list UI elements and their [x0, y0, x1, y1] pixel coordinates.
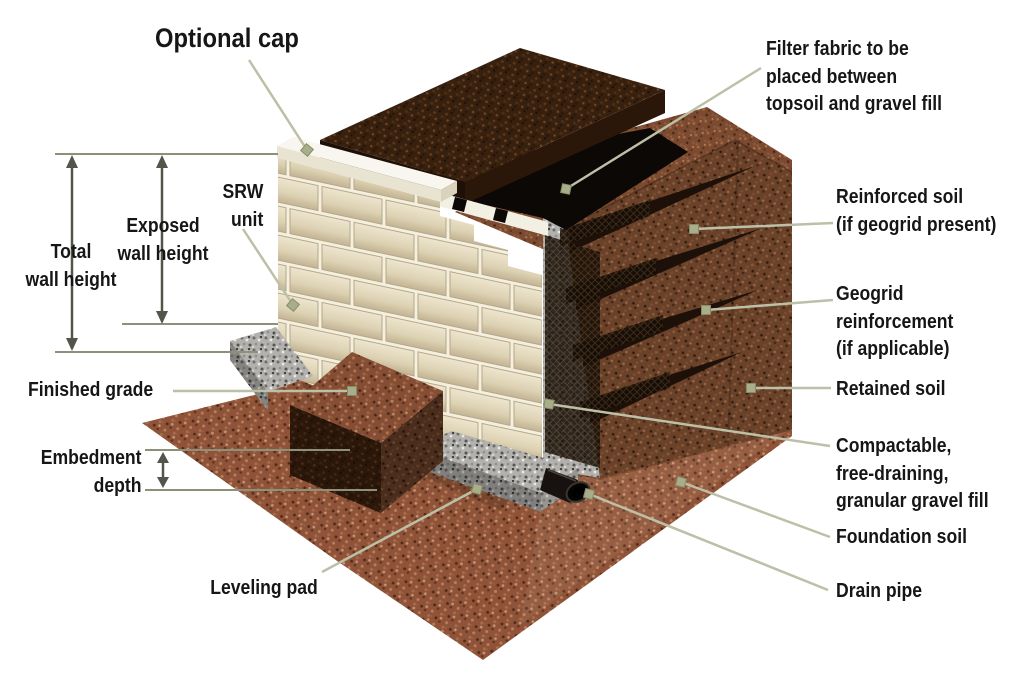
leader-reinforced-soil — [689, 221, 834, 234]
label-compactable-fill: Compactable, free-draining, granular gra… — [836, 435, 989, 512]
label-optional-cap: Optional cap — [155, 23, 299, 53]
cap-slab-top — [277, 137, 457, 190]
drain-pipe — [540, 468, 591, 503]
leader-optional-cap — [247, 59, 315, 158]
label-retained-soil: Retained soil — [836, 378, 946, 400]
leader-leveling-pad — [321, 482, 484, 574]
label-total-wall-height: Total wall height — [25, 241, 117, 291]
leader-srw-unit — [241, 228, 301, 313]
leader-drain-pipe — [582, 487, 829, 592]
cap-slab-end — [441, 181, 457, 202]
leader-geogrid-reinforcement — [701, 298, 834, 315]
label-filter-fabric: Filter fabric to be placed between topso… — [766, 38, 943, 115]
geogrid-curtain — [545, 235, 600, 468]
dimension-arrows — [66, 155, 169, 488]
dimension-exposed-wall-height — [156, 155, 168, 324]
leader-finished-grade — [173, 386, 357, 396]
label-geogrid-reinforcement: Geogrid reinforcement (if applicable) — [836, 283, 954, 360]
dimension-total-wall-height — [66, 155, 78, 351]
dimension-embedment-depth — [157, 452, 169, 488]
leader-filter-fabric — [560, 66, 762, 195]
cap-slab-front — [277, 146, 441, 202]
label-leveling-pad: Leveling pad — [210, 577, 318, 599]
label-exposed-wall-height: Exposed wall height — [117, 215, 209, 265]
label-foundation-soil: Foundation soil — [836, 526, 968, 548]
label-finished-grade: Finished grade — [28, 379, 154, 401]
leader-foundation-soil — [674, 475, 831, 539]
cap-blocks-behind — [438, 192, 548, 236]
label-drain-pipe: Drain pipe — [836, 580, 923, 602]
embedment-soil-block — [290, 352, 443, 513]
leader-retained-soil — [746, 383, 831, 393]
label-embedment-depth: Embedment depth — [40, 447, 141, 497]
label-reinforced-soil: Reinforced soil (if geogrid present) — [836, 186, 997, 236]
geogrid-layers — [545, 166, 762, 468]
leader-lines — [173, 59, 834, 592]
leader-compactable-fill — [543, 398, 831, 448]
dimension-lines — [55, 153, 377, 491]
gravel-shoulder — [230, 327, 313, 411]
label-srw-unit: SRW unit — [222, 181, 263, 231]
